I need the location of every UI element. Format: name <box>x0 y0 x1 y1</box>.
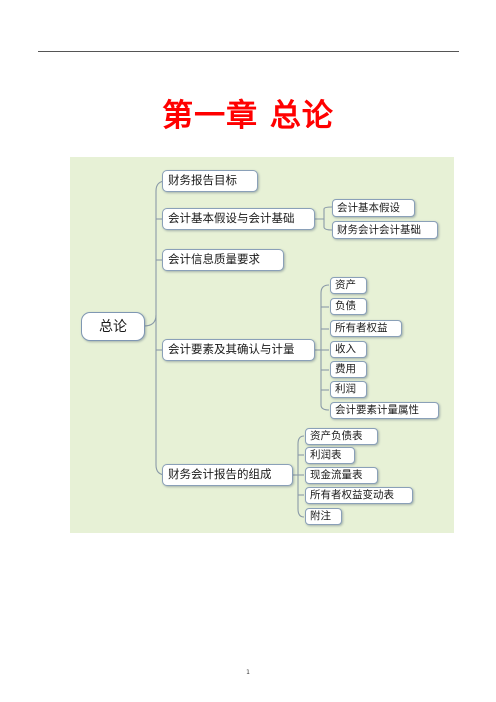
branch-accounting-elements: 会计要素及其确认与计量 <box>162 339 315 361</box>
leaf-accounting-basis: 财务会计会计基础 <box>332 221 438 239</box>
page-number: 1 <box>246 669 250 676</box>
leaf-income: 收入 <box>330 341 367 358</box>
branch-basic-assumptions: 会计基本假设与会计基础 <box>162 208 315 230</box>
root-node: 总论 <box>81 312 145 341</box>
leaf-cash-flow-statement: 现金流量表 <box>305 467 378 484</box>
mind-map: 总论 财务报告目标 会计基本假设与会计基础 会计信息质量要求 会计要素及其确认与… <box>70 157 454 533</box>
chapter-title: 第一章 总论 <box>162 98 334 134</box>
leaf-income-statement: 利润表 <box>305 447 355 464</box>
header-rule <box>38 51 459 52</box>
branch-report-composition: 财务会计报告的组成 <box>162 464 293 486</box>
branch-financial-report-objective: 财务报告目标 <box>162 170 258 192</box>
leaf-notes: 附注 <box>305 508 342 525</box>
leaf-assets: 资产 <box>330 277 367 294</box>
leaf-basic-assumption: 会计基本假设 <box>332 199 415 217</box>
leaf-liabilities: 负债 <box>330 298 367 315</box>
leaf-equity-change-statement: 所有者权益变动表 <box>305 487 413 504</box>
leaf-measurement-attributes: 会计要素计量属性 <box>330 402 439 419</box>
leaf-expenses: 费用 <box>330 361 367 378</box>
leaf-equity: 所有者权益 <box>330 320 402 337</box>
leaf-balance-sheet: 资产负债表 <box>305 428 378 445</box>
branch-info-quality: 会计信息质量要求 <box>162 249 284 271</box>
leaf-profit: 利润 <box>330 381 367 398</box>
mind-map-connectors <box>143 180 333 518</box>
